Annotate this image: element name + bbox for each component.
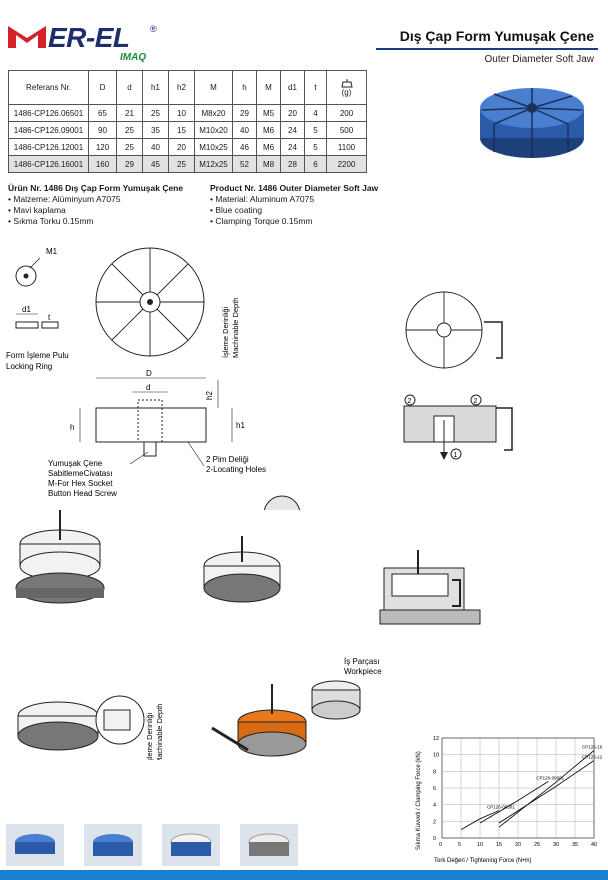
chart-series-label: CP126-06501 — [487, 805, 515, 810]
col-h2: h2 — [168, 70, 195, 105]
photo-2-icon — [84, 824, 142, 866]
footer-bar — [0, 870, 608, 880]
chart-y-label: Sıkma Kuvveti / Clamping Force (kN) — [416, 751, 422, 850]
registered-mark: ® — [150, 24, 157, 34]
workpiece-label-tr: İş Parçası — [344, 657, 380, 666]
workpiece-label-en: Workpiece — [344, 667, 382, 676]
chart-grid — [441, 737, 595, 839]
chart-x-tick: 15 — [496, 842, 502, 848]
workpiece-icon — [311, 680, 361, 720]
chart-x-tick: 35 — [572, 842, 578, 848]
photo-3-icon — [162, 824, 220, 866]
marker-1: 1 — [454, 452, 458, 459]
technical-drawing: M1 d1 t Form İşleme Pulu Locking Ring İş… — [6, 247, 513, 510]
brand-name: ER-EL — [48, 22, 130, 53]
chart-x-tick: 40 — [591, 842, 597, 848]
photo-4-icon — [240, 824, 298, 866]
chart-y-tick: 2 — [433, 819, 436, 825]
spec-table: Referans Nr. D d h1 h2 M h M d1 t (g) 14… — [8, 70, 367, 173]
col-reference: Referans Nr. — [8, 70, 89, 105]
title-rule — [376, 48, 598, 50]
pin-label-tr: 2 Pim Deliği — [206, 455, 249, 464]
chart-y-tick: 4 — [433, 803, 436, 809]
col-weight: (g) — [326, 70, 367, 105]
product-features-tr: Ürün Nr. 1486 Dış Çap Form Yumuşak Çene … — [8, 183, 184, 226]
chart-series-label: CP126-12001 — [582, 755, 602, 760]
chart-series-line — [479, 780, 549, 824]
chart-series: CP126-06501 CP126-09001 CP126-12001 CP126-1… — [460, 745, 602, 831]
chart-ticks: 0 5 10 15 20 25 30 35 40 0 2 4 6 8 10 12 — [433, 736, 597, 848]
photo-1-icon — [6, 824, 64, 866]
h2-label: h2 — [205, 391, 214, 400]
chart-series-line — [498, 760, 595, 824]
d1-label: d1 — [22, 305, 31, 314]
col-h: h — [232, 70, 257, 105]
D-label: D — [146, 369, 152, 378]
chart-x-tick: 5 — [458, 842, 461, 848]
spec-table-header: Referans Nr. D d h1 h2 M h M d1 t (g) — [8, 70, 367, 105]
product-photos-row — [6, 824, 298, 866]
torque-chart: CP126-06501 CP126-09001 CP126-12001 CP126-1… — [416, 736, 602, 864]
assembly-step-3-icon — [379, 550, 481, 625]
machinable-depth-tr-2: İşleme Derinliği — [145, 712, 154, 760]
col-M2: M — [256, 70, 281, 105]
page-title-en: Outer Diameter Soft Jaw — [484, 54, 594, 65]
d-label: d — [146, 383, 150, 392]
product-photo-icon — [480, 88, 584, 158]
marker-2-left: 2 — [408, 398, 412, 405]
screw-label-4: Button Head Screw — [48, 489, 117, 498]
screw-label-1: Yumuşak Çene — [48, 459, 103, 468]
chart-series-line — [460, 810, 500, 831]
machinable-depth-en-2: Machinable Depth — [155, 704, 164, 760]
machinable-depth-tr: İşleme Derinliği — [221, 306, 230, 358]
marker-2-right: 2 — [474, 398, 478, 405]
t-label: t — [48, 313, 51, 322]
page-title-tr: Dış Çap Form Yumuşak Çene — [399, 28, 594, 44]
weight-icon — [340, 79, 353, 88]
col-h1: h1 — [142, 70, 169, 105]
h1-label: h1 — [236, 421, 245, 430]
chart-y-tick: 12 — [433, 736, 439, 742]
chart-x-tick: 10 — [477, 842, 483, 848]
locking-ring-label-tr: Form İşleme Pulu — [6, 351, 69, 360]
chart-x-tick: 30 — [553, 842, 559, 848]
screw-label-3: M-For Hex Socket — [48, 479, 113, 488]
orange-jaw-icon — [211, 684, 307, 757]
h-label: h — [70, 423, 74, 432]
locking-ring-label-en: Locking Ring — [6, 362, 52, 371]
col-M: M — [194, 70, 233, 105]
assembly-illustrations: İşleme Derinliği Machinable Depth İş Par… — [15, 510, 481, 760]
product-features-en: Product Nr. 1486 Outer Diameter Soft Jaw… — [210, 183, 379, 226]
chart-y-tick: 6 — [433, 786, 436, 792]
chart-series-label: CP126-09001 — [536, 775, 564, 780]
assembly-step-2-icon — [203, 536, 281, 603]
screw-label-2: SabitlemeCivatası — [48, 469, 112, 478]
machinable-depth-en: Machinable Depth — [231, 298, 240, 358]
pin-label-en: 2-Locating Holes — [206, 465, 266, 474]
col-t: t — [304, 70, 327, 105]
col-d: d — [116, 70, 143, 105]
col-D: D — [88, 70, 117, 105]
chart-x-label: Tork Değeri / Tightening Force (N•m) — [434, 858, 531, 864]
assembly-step-1-icon — [15, 510, 105, 604]
chart-y-tick: 8 — [433, 769, 436, 775]
brand-sub: IMAQ — [120, 52, 147, 63]
brand-logo-icon — [8, 26, 46, 48]
chart-series-line — [498, 750, 595, 828]
chart-x-tick: 0 — [439, 842, 442, 848]
assembly-step-4-icon — [17, 695, 145, 751]
chart-y-tick: 10 — [433, 753, 439, 759]
chart-series-label: CP126-16001 — [582, 745, 602, 750]
chart-x-tick: 20 — [515, 842, 521, 848]
col-d1: d1 — [280, 70, 305, 105]
chart-x-tick: 25 — [534, 842, 540, 848]
m1-label: M1 — [46, 247, 58, 256]
chart-y-tick: 0 — [433, 836, 436, 842]
